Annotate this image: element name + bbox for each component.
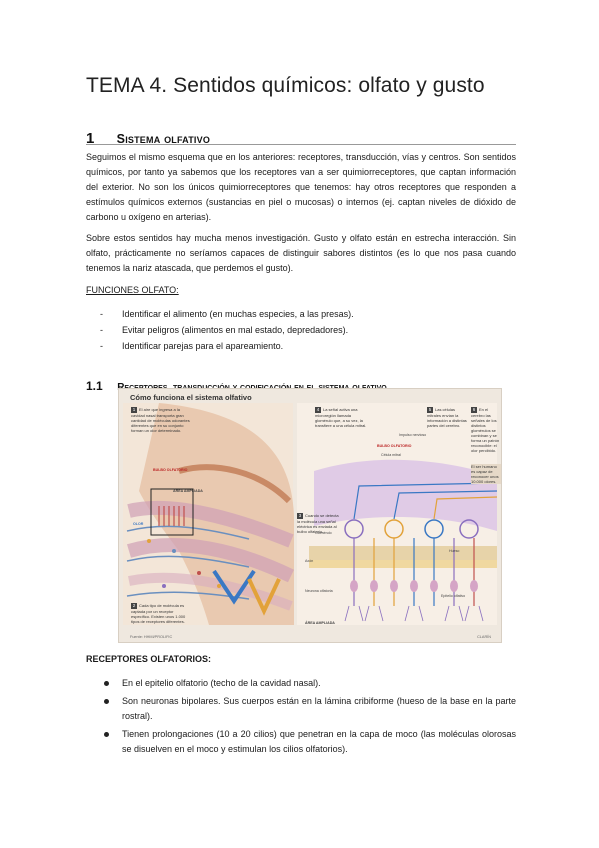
olfactory-receptor-hairs [158, 506, 185, 526]
airflow-arrow [126, 555, 250, 568]
label-olfactory-neuron: Neurona olfatoria [305, 589, 333, 593]
section-heading-olfactory-system: 1 Sistema olfativo [86, 122, 516, 147]
olfactory-illustration [123, 403, 498, 625]
odorant-molecule [147, 539, 151, 543]
olfactory-neurons [353, 538, 475, 606]
airflow-arrow [126, 525, 250, 540]
cribriform-bone [309, 546, 497, 560]
bullet-icon [104, 732, 109, 737]
functions-list: Identificar el alimento (en muchas espec… [100, 306, 354, 354]
odorant-molecule [172, 549, 176, 553]
figure-source: Fuente: HHMI/PROLIFIC [130, 635, 173, 639]
odorant-molecule [197, 571, 201, 575]
label-enlarged-area: ÁREA AMPLIADA [173, 489, 203, 493]
subsection-title: Receptores, transducción y codificación … [117, 382, 387, 393]
odorant-molecule [217, 584, 221, 588]
zoom-box [150, 488, 194, 536]
list-item: Son neuronas bipolares. Sus cuerpos está… [104, 694, 516, 724]
bullet-icon [104, 681, 109, 686]
mitral-axons [433, 496, 498, 520]
label-mitral-cell: Célula mitral [381, 453, 401, 457]
neuron-cell-bodies [350, 580, 478, 592]
subsection-heading-receptors: 1.1 Receptores, transducción y codificac… [86, 373, 516, 395]
label-enlarged-area-2: ÁREA AMPLIADA [305, 621, 335, 625]
bullet-icon [104, 699, 109, 704]
document-title: TEMA 4. Sentidos químicos: olfato y gust… [86, 74, 485, 97]
list-item: Tienen prolongaciones (10 a 20 cilios) q… [104, 727, 516, 757]
label-olfactory-bulb-2: BULBO OLFATORIO [377, 444, 412, 448]
olfactory-receptors-heading: RECEPTORES OLFATORIOS: [86, 654, 212, 664]
callout-6-note: El ser humano es capaz de reconocer unos… [471, 464, 501, 484]
section-number: 1 [86, 130, 95, 147]
turbinate-upper [127, 500, 294, 548]
olfactory-receptors-list: En el epitelio olfatorio (techo de la ca… [104, 676, 516, 760]
intro-paragraph: Seguimos el mismo esquema que en los ant… [86, 152, 516, 222]
section-title: Sistema olfativo [116, 132, 211, 146]
olfactory-bulb-shape [314, 459, 497, 531]
functions-heading: FUNCIONES OLFATO: [86, 285, 179, 295]
cilia [344, 605, 484, 622]
list-item: Identificar el alimento (en muchas espec… [100, 306, 354, 322]
odorant-molecule [162, 584, 166, 588]
glomerulus [459, 519, 479, 539]
receptor-zoom [247, 578, 281, 616]
label-olfactory-bulb: BULBO OLFATORIO [153, 468, 188, 472]
mitral-axons [353, 482, 498, 520]
label-axon: Axón [305, 559, 314, 563]
turbinate-lower [126, 538, 295, 583]
mucus-layer [309, 560, 497, 568]
label-nerve-impulse: Impulso nervioso [399, 433, 427, 437]
list-item: Evitar peligros (alimentos en mal estado… [100, 322, 354, 338]
label-odor: OLOR [133, 522, 144, 526]
list-item: En el epitelio olfatorio (techo de la ca… [104, 676, 516, 691]
figure-title: Cómo funciona el sistema olfativo [130, 393, 252, 402]
label-olfactory-epithelium: Epitelio olfativo [441, 594, 466, 598]
receptor-zoom [212, 569, 256, 605]
olfactory-system-infographic: Cómo funciona el sistema olfativo [118, 388, 502, 643]
subsection-number: 1.1 [86, 379, 103, 393]
turbinate-bottom [128, 572, 293, 611]
nasal-bone [178, 464, 292, 504]
label-bone: Hueso [449, 549, 460, 553]
label-glomerulus: Glomérulo [315, 531, 332, 535]
interaction-paragraph: Sobre estos sentidos hay mucha menos inv… [86, 233, 516, 273]
list-item: Identificar parejas para el apareamiento… [100, 338, 354, 354]
figure-credit: CLARÍN [477, 635, 491, 639]
